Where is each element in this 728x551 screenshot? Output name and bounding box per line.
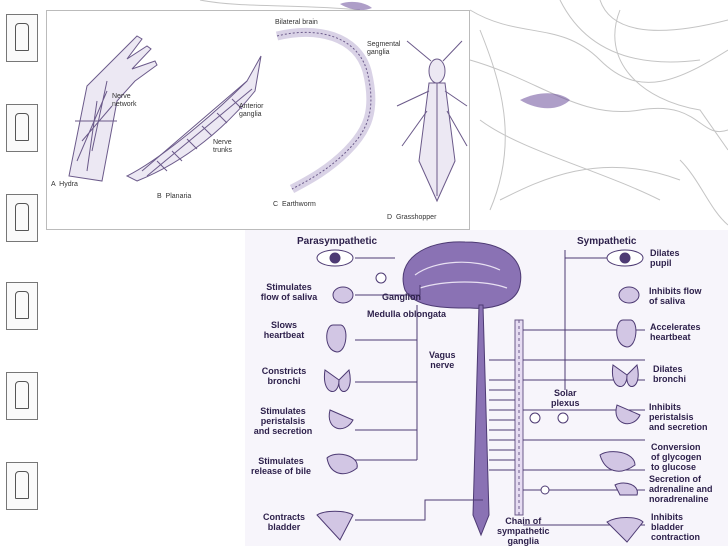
sympathetic-chain-label: Chain of sympathetic ganglia	[497, 516, 550, 546]
sympathetic-heart-label: Accelerates heartbeat	[650, 322, 701, 342]
medulla-oblongata-label: Medulla oblongata	[367, 309, 447, 319]
parasympathetic-saliva-label: Stimulates flow of saliva	[260, 282, 318, 302]
slide-thumbnail[interactable]	[6, 282, 38, 330]
parasympathetic-peristalsis-label: Stimulates peristalsis and secretion	[253, 406, 313, 436]
sympathetic-title: Sympathetic	[577, 236, 637, 247]
nerve-network-label: Nerve network	[112, 93, 137, 108]
parasympathetic-heart-label: Slows heartbeat	[263, 320, 305, 340]
sympathetic-adrenaline-label: Secretion of adrenaline and noradrenalin…	[649, 474, 713, 504]
invertebrate-drawings	[68, 27, 468, 203]
hydra-drawing	[68, 35, 158, 182]
sympathetic-pupil-label: Dilates pupil	[650, 248, 680, 268]
slide-thumbnail[interactable]	[6, 372, 38, 420]
planaria-drawing	[125, 55, 262, 182]
parasympathetic-bladder-label: Contracts bladder	[262, 512, 305, 532]
sympathetic-bronchi-label: Dilates bronchi	[653, 364, 686, 384]
sympathetic-glycogen-label: Conversion of glycogen to glucose	[651, 442, 702, 472]
slide-thumbnail-strip	[0, 0, 45, 546]
hydra-label: A Hydra	[51, 181, 78, 188]
brain-drawing	[402, 241, 522, 309]
earthworm-drawing	[275, 27, 376, 193]
sympathetic-chain	[514, 319, 524, 516]
ganglion-label: Ganglion	[382, 292, 421, 302]
spinal-cord	[472, 304, 490, 537]
solar-plexus-label: Solar plexus	[551, 388, 580, 408]
vagus-nerve-label: Vagus nerve	[429, 350, 456, 370]
slide-thumbnail[interactable]	[6, 104, 38, 152]
slide-thumbnail[interactable]	[6, 14, 38, 62]
grasshopper-drawing	[396, 40, 468, 203]
grasshopper-label: D Grasshopper	[387, 214, 437, 221]
autonomic-nervous-system-figure: Parasympathetic Sympathetic Stimulates f…	[245, 230, 728, 546]
slide-thumbnail[interactable]	[6, 194, 38, 242]
slide-thumbnail[interactable]	[6, 462, 38, 510]
bilateral-brain-label: Bilateral brain	[275, 19, 318, 26]
earthworm-label: C Earthworm	[273, 201, 316, 208]
autonomic-diagram-drawing	[316, 241, 645, 543]
planaria-label: B Planaria	[157, 193, 192, 200]
segmental-ganglia-label: Segmental ganglia	[367, 41, 401, 56]
sympathetic-saliva-label: Inhibits flow of saliva	[649, 286, 702, 306]
parasympathetic-title: Parasympathetic	[297, 236, 378, 247]
sympathetic-bladder-label: Inhibits bladder contraction	[651, 512, 701, 542]
invertebrate-nervous-systems-figure: Nerve network A Hydra B Planaria Anterio…	[46, 10, 470, 230]
parasympathetic-bronchi-label: Constricts bronchi	[261, 366, 307, 386]
anterior-ganglia-label: Anterior ganglia	[239, 103, 264, 118]
sympathetic-peristalsis-label: Inhibits peristalsis and secretion	[649, 402, 708, 432]
nerve-trunks-label: Nerve trunks	[213, 139, 233, 154]
parasympathetic-bile-label: Stimulates release of bile	[250, 456, 312, 476]
